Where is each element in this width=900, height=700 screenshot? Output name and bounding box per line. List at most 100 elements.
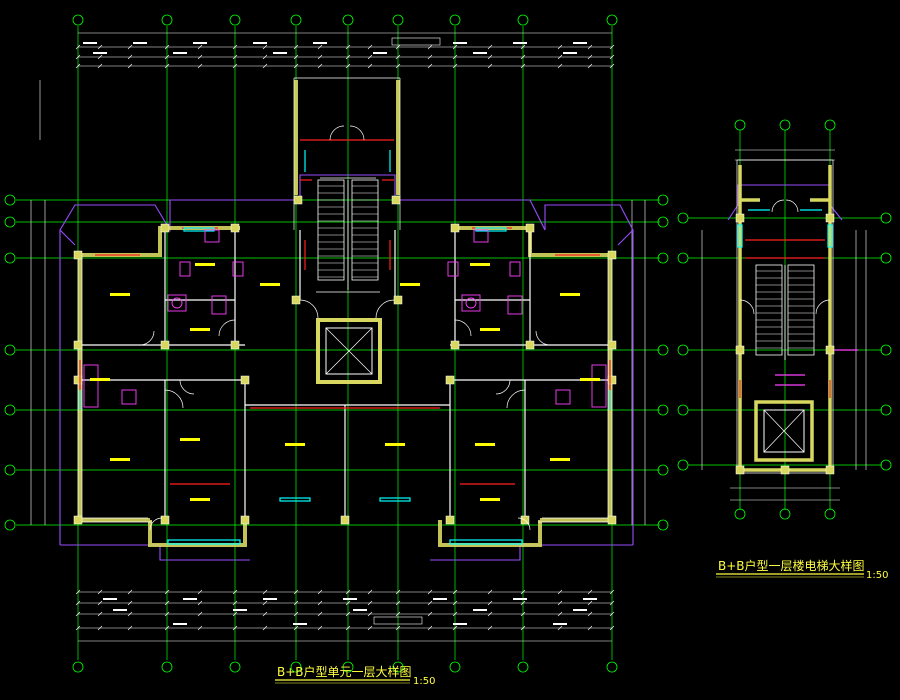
dimension-label-mark: [473, 52, 487, 54]
cyan-windows: [79, 150, 611, 545]
side-title: B+B户型一层楼电梯大样图: [718, 558, 865, 573]
dimension-tick: [317, 589, 323, 595]
axis-bubble: [677, 252, 689, 264]
structural-columns: [73, 195, 617, 525]
axis-bubble: [880, 344, 892, 356]
dimension-tick: [75, 625, 81, 631]
dimension-tick: [345, 625, 351, 631]
axis-bubble: [4, 252, 16, 264]
dimension-tick: [452, 625, 458, 631]
dimension-text-marks: [83, 42, 597, 625]
dimension-tick: [395, 625, 401, 631]
dimension-tick: [293, 600, 299, 606]
side-dimension-lines: [30, 80, 646, 525]
dimension-label-mark: [253, 42, 267, 44]
dimension-tick: [317, 44, 323, 50]
axis-bubble: [657, 216, 669, 228]
room-label-mark: [400, 283, 420, 286]
dimension-label-mark: [573, 609, 587, 611]
dimension-tick: [520, 63, 526, 69]
dimension-tick: [345, 44, 351, 50]
dimension-tick: [197, 54, 203, 60]
dimension-tick: [127, 611, 133, 617]
dimension-tick: [345, 600, 351, 606]
dimension-label-mark: [553, 623, 567, 625]
column: [825, 465, 835, 475]
dimension-tick: [317, 54, 323, 60]
dimension-label-mark: [453, 42, 467, 44]
dimension-tick: [345, 54, 351, 60]
dimension-tick: [487, 54, 493, 60]
dimension-tick: [367, 600, 373, 606]
column: [160, 223, 170, 233]
room-label-mark: [180, 438, 200, 441]
dimension-tick: [587, 625, 593, 631]
dimension-tick: [427, 54, 433, 60]
column: [780, 465, 790, 475]
dimension-tick: [317, 625, 323, 631]
column: [391, 195, 401, 205]
axis-bubble: [229, 14, 241, 26]
column: [445, 375, 455, 385]
dimension-tick: [197, 625, 203, 631]
side-columns: [735, 213, 835, 475]
dimension-label-mark: [343, 598, 357, 600]
axis-bubble: [677, 459, 689, 471]
axis-bubble: [72, 14, 84, 26]
bathroom-fixtures: [83, 229, 607, 408]
dimension-tick: [520, 54, 526, 60]
dimension-tick: [487, 589, 493, 595]
dimension-tick: [317, 600, 323, 606]
axis-bubble: [657, 519, 669, 531]
axis-bubble: [72, 661, 84, 673]
dimension-tick: [75, 600, 81, 606]
column: [825, 213, 835, 223]
axis-bubble: [290, 661, 302, 673]
axis-bubble: [392, 661, 404, 673]
dimension-tick: [427, 44, 433, 50]
dimension-tick: [75, 54, 81, 60]
dimension-tick: [75, 589, 81, 595]
dimension-tick: [97, 44, 103, 50]
dimension-tick: [520, 44, 526, 50]
dimension-label-mark: [113, 609, 127, 611]
axis-bubble: [517, 661, 529, 673]
dimension-tick: [232, 63, 238, 69]
dimension-tick: [452, 589, 458, 595]
dimension-tick: [293, 589, 299, 595]
room-label-marks: [90, 263, 600, 501]
dimension-label-mark: [193, 42, 207, 44]
axis-bubble: [824, 508, 836, 520]
dimension-tick: [164, 600, 170, 606]
axis-bubble: [606, 14, 618, 26]
room-label-mark: [110, 458, 130, 461]
dimension-tick: [127, 589, 133, 595]
axis-bubble: [657, 252, 669, 264]
axis-bubble: [4, 519, 16, 531]
dimension-tick: [293, 44, 299, 50]
dimension-tick: [487, 625, 493, 631]
side-scale: 1:50: [866, 570, 888, 581]
dimension-tick: [587, 54, 593, 60]
dimension-tick: [164, 54, 170, 60]
dimension-label-mark: [473, 609, 487, 611]
axis-bubble: [290, 14, 302, 26]
axis-bubble: [657, 344, 669, 356]
side-openings: [737, 209, 858, 398]
room-label-mark: [475, 443, 495, 446]
column: [607, 250, 617, 260]
column: [240, 375, 250, 385]
room-label-mark: [90, 378, 110, 381]
dimension-tick: [587, 589, 593, 595]
axis-bubble: [4, 404, 16, 416]
room-label-mark: [470, 263, 490, 266]
column: [825, 345, 835, 355]
dimension-tick: [427, 600, 433, 606]
axis-bubble: [734, 119, 746, 131]
dimension-tick: [609, 611, 615, 617]
dimension-label-mark: [513, 598, 527, 600]
axis-bubble: [880, 459, 892, 471]
axis-bubble: [161, 661, 173, 673]
column: [393, 295, 403, 305]
